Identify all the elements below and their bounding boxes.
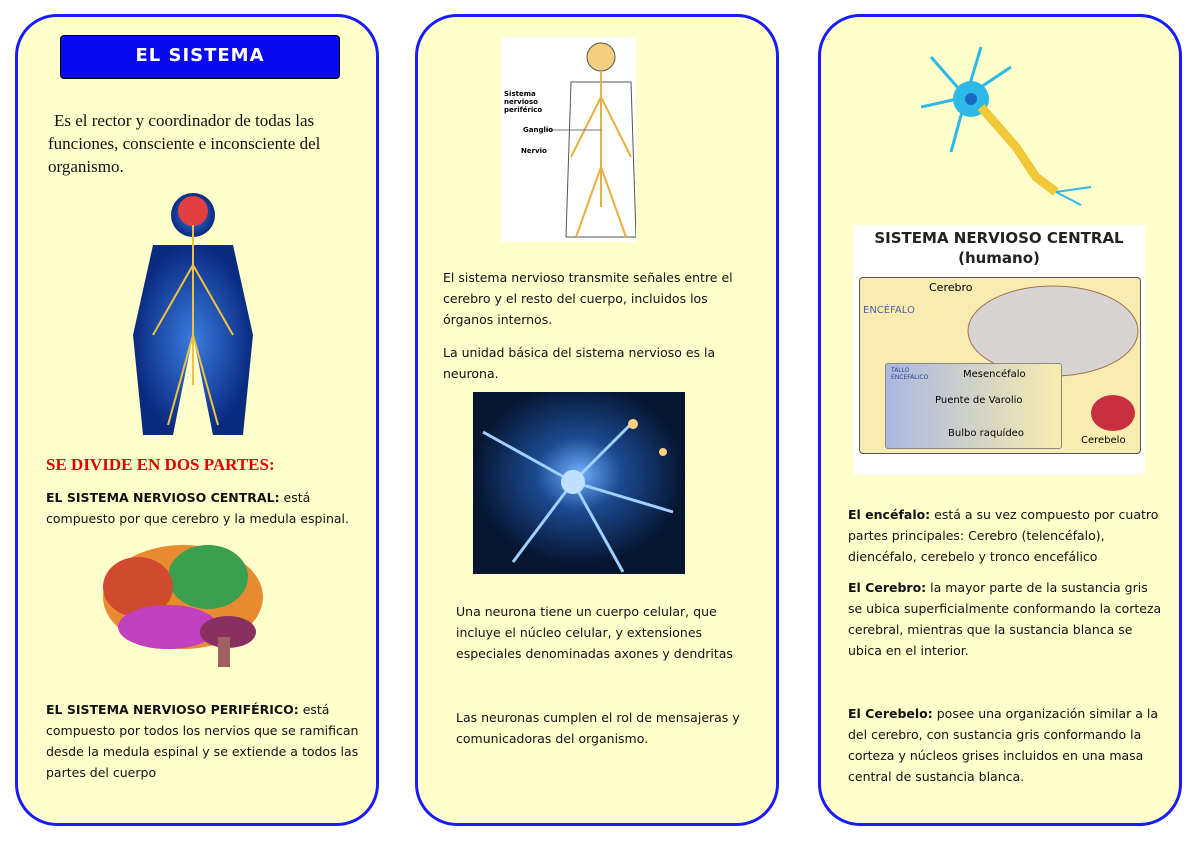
label-ganglion: Ganglio bbox=[523, 126, 554, 134]
paragraph-signals: El sistema nervioso transmite señales en… bbox=[443, 270, 733, 327]
cerebro-label: El Cerebro: bbox=[848, 580, 927, 595]
cerebro-text: la mayor parte de la sustancia gris se u… bbox=[848, 580, 1162, 658]
label-bulbo: Bulbo raquídeo bbox=[948, 428, 1024, 439]
cns-diagram: SISTEMA NERVIOSO CENTRAL (humano) Cerebr… bbox=[853, 225, 1145, 475]
label-tallo: TALLO ENCEFÁLICO bbox=[891, 367, 929, 381]
central-text: está compuesto por que cerebro y la medu… bbox=[46, 490, 349, 526]
peripheral-description: EL SISTEMA NERVIOSO PERIFÉRICO: está com… bbox=[46, 699, 366, 783]
title-banner: EL SISTEMA bbox=[60, 35, 340, 79]
cerebelo-text: posee una organización similar a la del … bbox=[848, 706, 1158, 784]
tallo-box bbox=[885, 363, 1062, 449]
intro-text: Es el rector y coordinador de todas las … bbox=[48, 111, 321, 176]
colored-brain-image bbox=[103, 545, 263, 667]
cerebro-description: El Cerebro: la mayor parte de la sustanc… bbox=[848, 577, 1163, 661]
cerebelo-label: El Cerebelo: bbox=[848, 706, 933, 721]
panel-right: SISTEMA NERVIOSO CENTRAL (humano) Cerebr… bbox=[818, 14, 1182, 826]
label-cerebelo: Cerebelo bbox=[1081, 435, 1126, 446]
label-nerve: Nervio bbox=[521, 147, 547, 155]
encefalo-label: El encéfalo: bbox=[848, 507, 931, 522]
label-cerebro: Cerebro bbox=[929, 281, 973, 294]
panel-middle: Sistema nervioso periférico Ganglio Nerv… bbox=[415, 14, 779, 826]
nervous-body-image bbox=[133, 193, 253, 435]
label-mesencefalo: Mesencéfalo bbox=[963, 369, 1026, 380]
neuron-illustration bbox=[921, 46, 1092, 206]
paragraph-basic-unit: La unidad básica del sistema nervioso es… bbox=[443, 345, 716, 381]
label-system: Sistema nervioso periférico bbox=[504, 90, 543, 114]
peripheral-text: está compuesto por todos los nervios que… bbox=[46, 702, 359, 780]
neuron-photo bbox=[473, 392, 685, 574]
cns-subtitle: (humano) bbox=[958, 249, 1040, 267]
divides-heading: SE DIVIDE EN DOS PARTES: bbox=[46, 455, 275, 474]
panel-left: EL SISTEMA Es el rector y coordinador de… bbox=[15, 14, 379, 826]
central-label: EL SISTEMA NERVIOSO CENTRAL: bbox=[46, 490, 280, 505]
label-encefalo: ENCÉFALO bbox=[863, 305, 915, 316]
title-text: EL SISTEMA bbox=[135, 45, 265, 66]
cns-title: SISTEMA NERVIOSO CENTRAL bbox=[874, 229, 1124, 247]
paragraph-messengers: Las neuronas cumplen el rol de mensajera… bbox=[456, 710, 740, 746]
encefalo-text: está a su vez compuesto por cuatro parte… bbox=[848, 507, 1159, 564]
peripheral-system-diagram: Sistema nervioso periférico Ganglio Nerv… bbox=[501, 37, 636, 242]
peripheral-label: EL SISTEMA NERVIOSO PERIFÉRICO: bbox=[46, 702, 299, 717]
label-puente: Puente de Varolio bbox=[935, 395, 1023, 406]
cerebelo-description: El Cerebelo: posee una organización simi… bbox=[848, 703, 1163, 787]
central-description: EL SISTEMA NERVIOSO CENTRAL: está compue… bbox=[46, 487, 366, 529]
paragraph-neuron-structure: Una neurona tiene un cuerpo celular, que… bbox=[456, 604, 733, 661]
encefalo-description: El encéfalo: está a su vez compuesto por… bbox=[848, 504, 1163, 567]
